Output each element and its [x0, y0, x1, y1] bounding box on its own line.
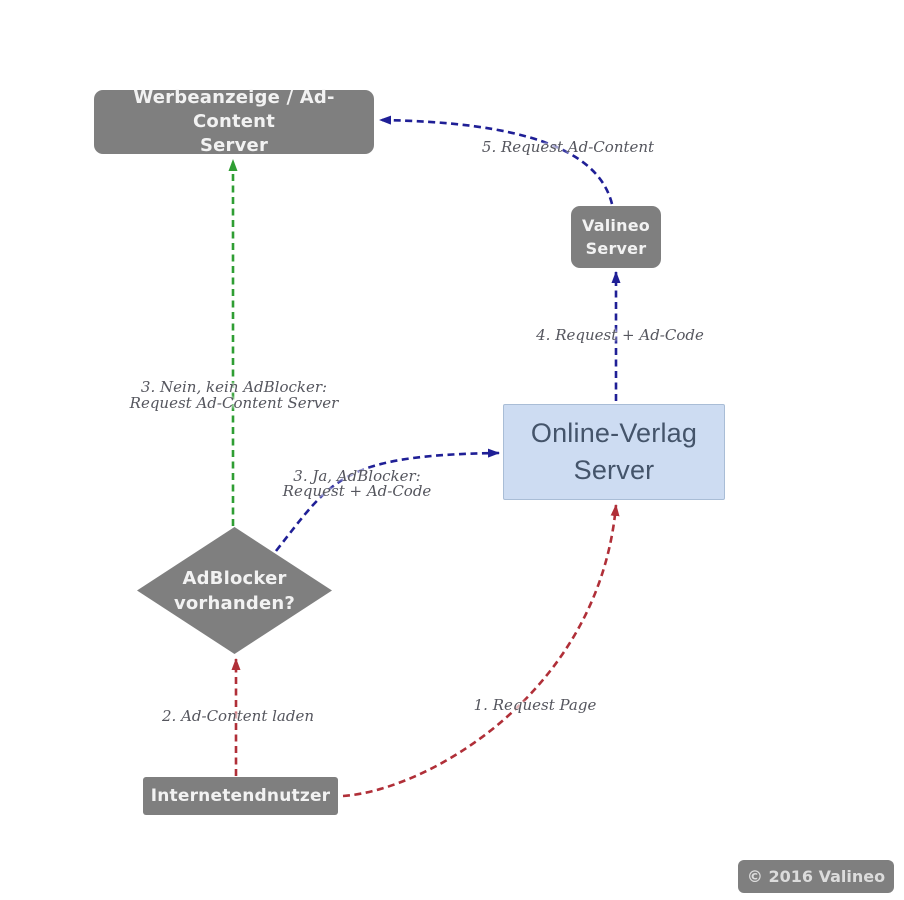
edge-label-request-page: 1. Request Page	[473, 696, 597, 714]
node-online-verlag-server: Online-Verlag Server	[503, 404, 725, 500]
edge-label-nein-adblocker-line1: 3. Nein, kein AdBlocker:	[140, 378, 328, 396]
edge-label-ja-adblocker-line1: 3. Ja, AdBlocker:	[293, 467, 421, 485]
node-ad-content-server-line1: Werbeanzeige / Ad-Content	[133, 87, 335, 132]
node-online-verlag-server-line2: Server	[573, 455, 655, 485]
edge-ja-adblocker	[274, 448, 500, 552]
edge-label-ad-content-laden: 2. Ad-Content laden	[162, 707, 314, 725]
node-internet-end-user: Internetendnutzer	[143, 777, 338, 815]
node-online-verlag-server-line1: Online-Verlag	[530, 418, 698, 448]
node-ad-content-server-line2: Server	[199, 135, 269, 156]
edge-label-ja-adblocker: 3. Ja, AdBlocker: Request + Ad-Code	[283, 469, 432, 499]
edge-label-nein-adblocker-line2: Request Ad-Content Server	[129, 394, 339, 412]
node-valineo-server-line1: Valineo	[582, 216, 650, 235]
edge-request-ad-content	[379, 115, 614, 205]
node-ad-content-server: Werbeanzeige / Ad-Content Server	[94, 87, 374, 156]
edge-label-request-ad-code: 4. Request + Ad-Code	[536, 326, 704, 344]
node-adblocker-decision-line2: vorhanden?	[173, 592, 296, 614]
edge-request-page	[342, 504, 620, 798]
node-valineo-server: Valineo Server	[571, 206, 661, 268]
node-adblocker-decision-line1: AdBlocker	[182, 567, 287, 589]
edge-label-request-ad-content: 5. Request Ad-Content	[481, 138, 655, 156]
copyright-badge: © 2016 Valineo	[738, 860, 894, 893]
node-internet-end-user-label: Internetendnutzer	[150, 786, 331, 806]
node-valineo-server-line2: Server	[585, 239, 647, 258]
edge-label-nein-adblocker: 3. Nein, kein AdBlocker: Request Ad-Cont…	[130, 379, 339, 411]
edge-label-ja-adblocker-line2: Request + Ad-Code	[282, 482, 432, 500]
